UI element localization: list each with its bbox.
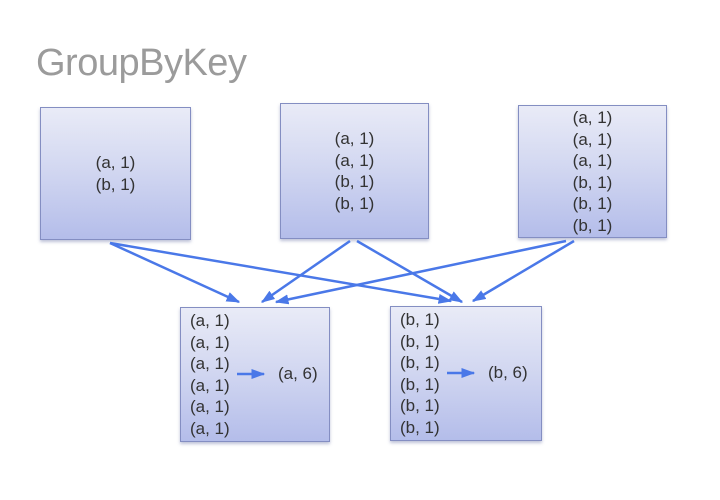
tuple: (a, 1): [190, 332, 230, 352]
tuple: (b, 1): [400, 396, 440, 415]
tuple: (a, 1): [334, 129, 375, 148]
tuple: (b, 1): [400, 331, 440, 351]
partition-box-2: (a, 1) (a, 1) (b, 1) (b, 1): [280, 103, 429, 239]
tuple: (a, 1): [334, 150, 375, 170]
slide-title: GroupByKey: [36, 42, 247, 84]
arrow-partition1-to-group-a: [109, 241, 241, 304]
tuple: (b, 1): [572, 172, 613, 192]
arrow-partition3-to-group-b: [471, 239, 575, 303]
tuple: (b, 1): [400, 417, 440, 437]
tuple: (b, 1): [400, 353, 440, 372]
tuple: (a, 1): [572, 129, 613, 149]
tuple: (b, 1): [400, 374, 440, 394]
arrow-partition2-to-group-a: [260, 239, 351, 304]
tuple: (b, 1): [334, 193, 375, 213]
tuple: (a, 1): [190, 397, 230, 416]
arrow-partition2-to-group-b: [356, 239, 464, 304]
tuple: (b, 1): [572, 194, 613, 213]
tuple: (a, 1): [572, 108, 613, 127]
tuple: (a, 1): [190, 311, 230, 330]
partition-3-tuples: (a, 1) (a, 1) (a, 1) (b, 1) (b, 1) (b, 1…: [519, 107, 666, 236]
tuple: (b, 1): [400, 310, 440, 329]
tuple: (b, 1): [572, 215, 613, 235]
tuple: (a, 1): [572, 151, 613, 170]
partition-1-tuples: (a, 1) (b, 1): [41, 152, 190, 195]
group-box-b: (b, 1) (b, 1) (b, 1) (b, 1) (b, 1) (b, 1…: [390, 306, 542, 441]
arrow-partition3-to-group-a: [274, 239, 567, 305]
tuple: (a, 1): [190, 354, 230, 373]
group-a-tuples: (a, 1) (a, 1) (a, 1) (a, 1) (a, 1) (a, 1…: [181, 310, 329, 439]
tuple: (b, 1): [334, 172, 375, 191]
partition-box-1: (a, 1) (b, 1): [40, 107, 191, 240]
tuple: (a, 1): [95, 153, 136, 172]
group-box-a: (a, 1) (a, 1) (a, 1) (a, 1) (a, 1) (a, 1…: [180, 307, 330, 442]
tuple: (b, 1): [95, 174, 136, 194]
partition-2-tuples: (a, 1) (a, 1) (b, 1) (b, 1): [281, 128, 428, 214]
group-a-result: (a, 6): [278, 364, 318, 383]
tuple: (a, 1): [190, 375, 230, 395]
group-b-tuples: (b, 1) (b, 1) (b, 1) (b, 1) (b, 1) (b, 1…: [391, 309, 541, 438]
group-b-result: (b, 6): [488, 363, 528, 382]
tuple: (a, 1): [190, 418, 230, 438]
partition-box-3: (a, 1) (a, 1) (a, 1) (b, 1) (b, 1) (b, 1…: [518, 105, 667, 238]
arrow-partition1-to-group-b: [109, 241, 453, 304]
